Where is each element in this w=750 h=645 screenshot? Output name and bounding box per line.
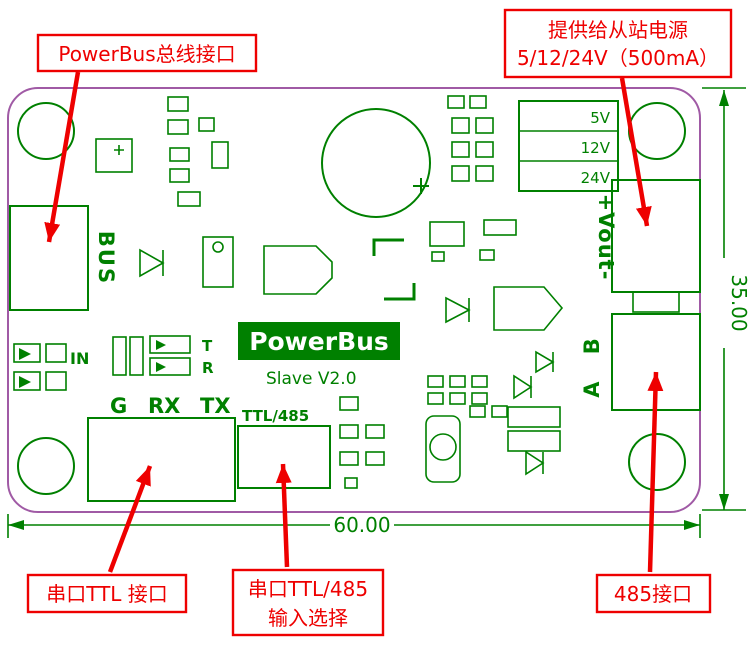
- annotation-arrows: [44, 71, 664, 573]
- component-outlines: [13, 95, 680, 489]
- callout-box: [231, 568, 385, 637]
- callout-485-text: 485接口: [614, 582, 692, 606]
- powerbus-logo-box: [238, 322, 400, 360]
- mounting-hole: [17, 102, 75, 160]
- callout-serial-ttl-text: 串口TTL 接口: [46, 582, 168, 606]
- dim-width-label: 60.00: [333, 513, 390, 537]
- callout-serial-ttl: 串口TTL 接口: [26, 573, 188, 614]
- capacitor-outline: [321, 108, 431, 218]
- callout-box: [26, 573, 188, 614]
- callout-powerbus-text: PowerBus总线接口: [58, 42, 235, 66]
- bus-connector: [9, 205, 89, 311]
- callout-box: [595, 573, 712, 614]
- in-label: IN: [70, 349, 89, 368]
- t-label: T: [202, 337, 213, 355]
- g-label: G: [110, 394, 127, 418]
- dim-height-label: 35.00: [727, 274, 750, 331]
- version-label: Slave V2.0: [266, 369, 357, 389]
- arrow-to-bus: [44, 71, 81, 243]
- callout-ttl485-line1: 串口TTL/485: [248, 577, 368, 601]
- dimension-width: 60.00: [7, 513, 701, 538]
- mounting-hole: [628, 433, 686, 491]
- label-12v: 12V: [581, 139, 611, 157]
- arrow-to-485: [647, 371, 664, 573]
- callout-ttl485-select: 串口TTL/485 输入选择: [231, 568, 385, 637]
- arrow-to-ttl: [107, 465, 153, 573]
- dimension-height: 35.00: [702, 87, 750, 511]
- callout-box: [36, 33, 258, 73]
- callout-slave-power: 提供给从站电源 5/12/24V（500mA）: [503, 8, 733, 79]
- rx-label: RX: [148, 394, 180, 418]
- bus-label: BUS: [94, 231, 118, 285]
- label-24v: 24V: [581, 169, 611, 187]
- board: BUS IN T R PowerBus Slave V2.0 G RX TX T…: [7, 87, 701, 513]
- arrow-to-ttl485: [275, 463, 292, 568]
- callout-485: 485接口: [595, 573, 712, 614]
- ab-label: A B: [580, 328, 604, 398]
- ttl-serial-connector: [87, 417, 236, 502]
- callout-slave-power-line2: 5/12/24V（500mA）: [517, 46, 719, 70]
- arrow-to-vout: [619, 77, 652, 227]
- powerbus-logo: PowerBus: [249, 327, 389, 356]
- vout-label: +Vout-: [594, 194, 618, 281]
- voltage-selector: 5V 12V 24V: [518, 100, 619, 192]
- board-outline: [7, 87, 701, 513]
- plus-mark: [413, 178, 429, 194]
- r-label: R: [202, 359, 214, 377]
- label-5v: 5V: [590, 109, 611, 127]
- ttl485-label: TTL/485: [242, 407, 309, 425]
- callout-box: [503, 8, 733, 79]
- callout-slave-power-line1: 提供给从站电源: [548, 18, 688, 42]
- callout-powerbus-interface: PowerBus总线接口: [36, 33, 258, 73]
- mounting-hole: [17, 437, 75, 495]
- tx-label: TX: [200, 394, 231, 418]
- callout-ttl485-line2: 输入选择: [268, 606, 348, 630]
